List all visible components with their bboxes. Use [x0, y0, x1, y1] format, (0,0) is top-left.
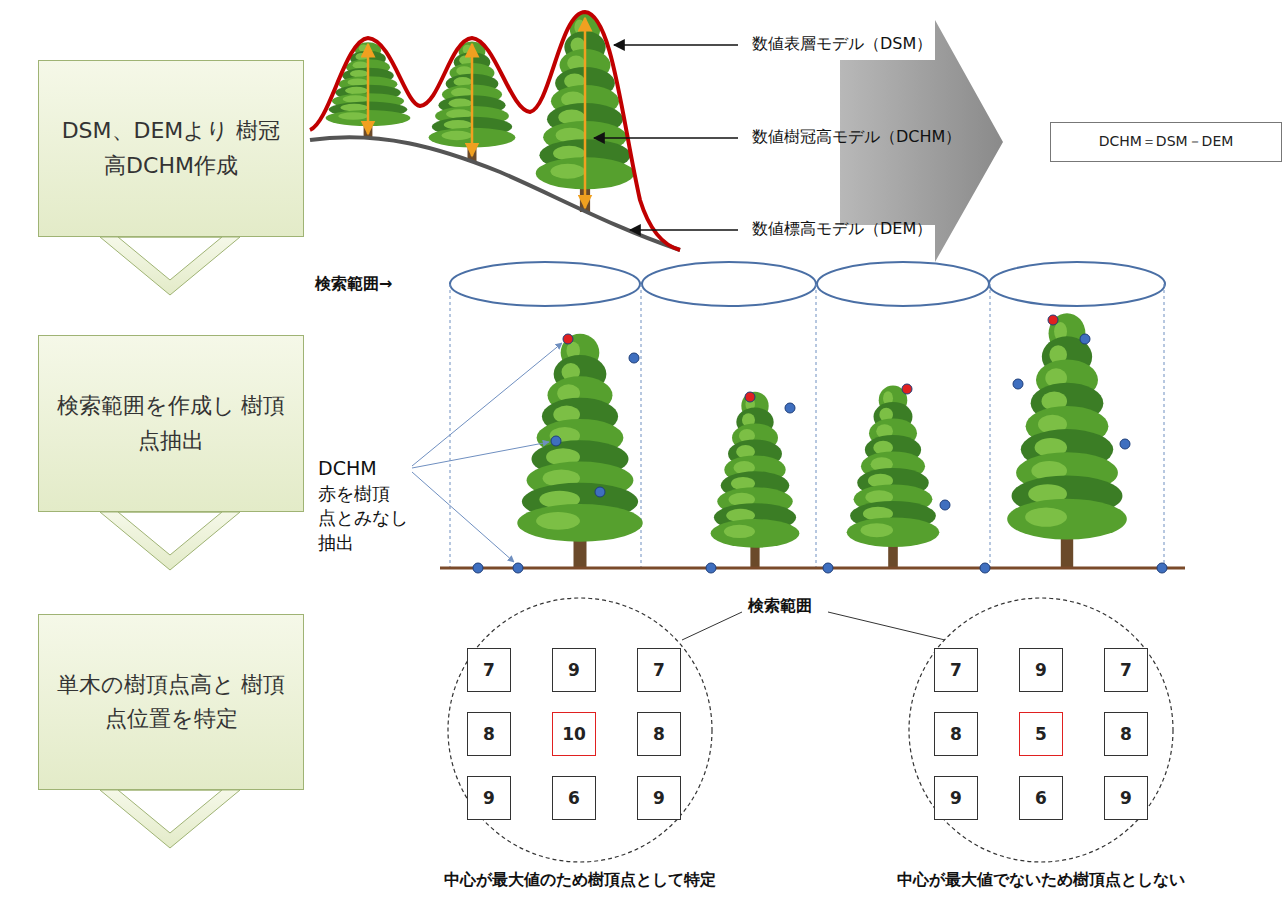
node-text: 9	[1120, 788, 1132, 808]
range-label: 検索範囲	[748, 596, 812, 617]
leader-arrow	[412, 343, 562, 562]
node-text: DCHM＝DSM－DEM	[1089, 133, 1244, 151]
value-cell: 9	[1019, 648, 1063, 692]
node-text: 9	[653, 788, 665, 808]
model-label: 数値標高モデル（DEM）	[752, 219, 932, 240]
value-cell: 7	[467, 648, 511, 692]
node-text: 6	[568, 788, 580, 808]
value-cell: 9	[1104, 776, 1148, 820]
step-box: DSM、DEMより 樹冠高DCHM作成	[38, 60, 304, 237]
node-text: 単木の樹頂点高と 樹頂点位置を特定	[39, 668, 303, 736]
node-text: 9	[483, 788, 495, 808]
step-box: 検索範囲を作成し 樹頂点抽出	[38, 335, 304, 512]
node-text: 7	[483, 660, 495, 680]
node-text: 7	[653, 660, 665, 680]
value-cell: 10	[552, 712, 596, 756]
node-text: 8	[653, 724, 665, 744]
value-cell: 9	[637, 776, 681, 820]
caption-text: 中心が最大値のため樹頂点として特定	[444, 870, 716, 891]
node-text: 7	[1120, 660, 1132, 680]
dem-line	[310, 137, 680, 250]
value-cell: 6	[1019, 776, 1063, 820]
value-cell: 9	[467, 776, 511, 820]
value-cell: 7	[934, 648, 978, 692]
height-arrow	[368, 18, 585, 208]
leader-arrow	[594, 45, 738, 230]
note-text: 赤を樹頂 点とみなし 抽出	[318, 482, 420, 555]
range-label: 検索範囲→	[315, 274, 392, 295]
leader-line	[682, 612, 945, 640]
node-text: DSM、DEMより 樹冠高DCHM作成	[39, 114, 303, 182]
node-text: 8	[950, 724, 962, 744]
node-text: 8	[483, 724, 495, 744]
range-guide	[450, 284, 1164, 568]
value-cell: 7	[1104, 648, 1148, 692]
value-cell: 7	[637, 648, 681, 692]
caption-text: 中心が最大値でないため樹頂点としない	[897, 870, 1185, 891]
node-text: 7	[950, 660, 962, 680]
tree-illustration	[517, 313, 1127, 568]
node-text: 9	[1035, 660, 1047, 680]
value-cell: 9	[934, 776, 978, 820]
node-text: 検索範囲を作成し 樹頂点抽出	[39, 389, 303, 457]
ground-line	[440, 567, 1185, 570]
value-cell: 8	[467, 712, 511, 756]
point-dot	[473, 315, 1167, 573]
value-cell: 9	[552, 648, 596, 692]
value-cell: 8	[934, 712, 978, 756]
search-circle	[448, 598, 1173, 862]
value-cell: 8	[637, 712, 681, 756]
callout-label: DCHM	[318, 456, 377, 481]
node-text: 10	[562, 724, 586, 744]
formula-box: DCHM＝DSM－DEM	[1050, 122, 1282, 162]
model-label: 数値樹冠高モデル（DCHM）	[752, 127, 961, 148]
node-text: 6	[1035, 788, 1047, 808]
node-text: 9	[950, 788, 962, 808]
value-cell: 8	[1104, 712, 1148, 756]
node-text: 9	[568, 660, 580, 680]
value-cell: 6	[552, 776, 596, 820]
node-text: 8	[1120, 724, 1132, 744]
step-box: 単木の樹頂点高と 樹頂点位置を特定	[38, 614, 304, 790]
value-cell: 5	[1019, 712, 1063, 756]
dsm-line	[310, 12, 680, 250]
search-range	[450, 262, 1165, 306]
node-text: 5	[1035, 724, 1047, 744]
model-label: 数値表層モデル（DSM）	[752, 34, 932, 55]
